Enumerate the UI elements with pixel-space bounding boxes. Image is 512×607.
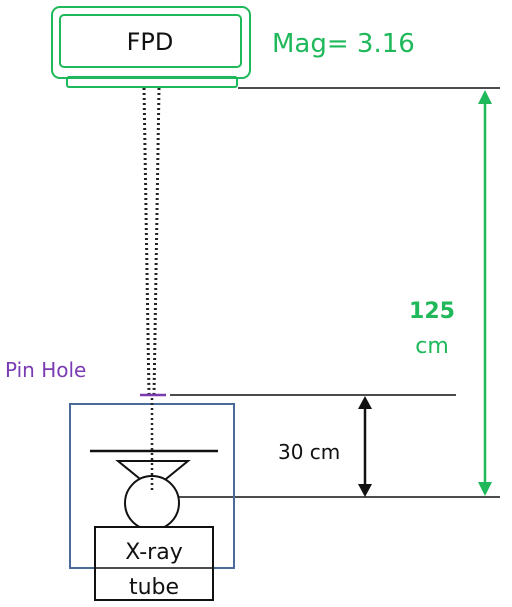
fpd-base xyxy=(66,76,238,88)
distance-short-label: 30 cm xyxy=(278,440,340,464)
magnification-label: Mag= 3.16 xyxy=(272,29,415,59)
total-arrow-head-down xyxy=(478,482,492,496)
fpd-label: FPD xyxy=(127,28,174,56)
xray-tube-box xyxy=(94,526,214,601)
distance-total-value: 125 xyxy=(409,299,455,324)
fpd-detector: FPD xyxy=(51,6,251,88)
xray-tube-label-line1: X-ray xyxy=(125,540,182,565)
xray-beam-lines xyxy=(142,87,161,396)
short-arrow-head-down xyxy=(358,484,372,497)
reference-lines xyxy=(170,87,500,498)
distance-total-unit: cm xyxy=(415,334,449,359)
total-arrow-head-up xyxy=(478,90,492,104)
distance-arrow-short xyxy=(358,396,372,497)
short-arrow-head-up xyxy=(358,396,372,409)
xray-tube-label-line2: tube xyxy=(129,575,179,600)
pinhole-label: Pin Hole xyxy=(5,358,86,382)
fpd-inner-panel xyxy=(59,14,242,68)
beam-line-right xyxy=(152,87,161,396)
xray-tube: X-ray tube xyxy=(94,526,214,601)
beam-line-left xyxy=(142,87,151,396)
distance-arrow-total xyxy=(478,90,492,496)
